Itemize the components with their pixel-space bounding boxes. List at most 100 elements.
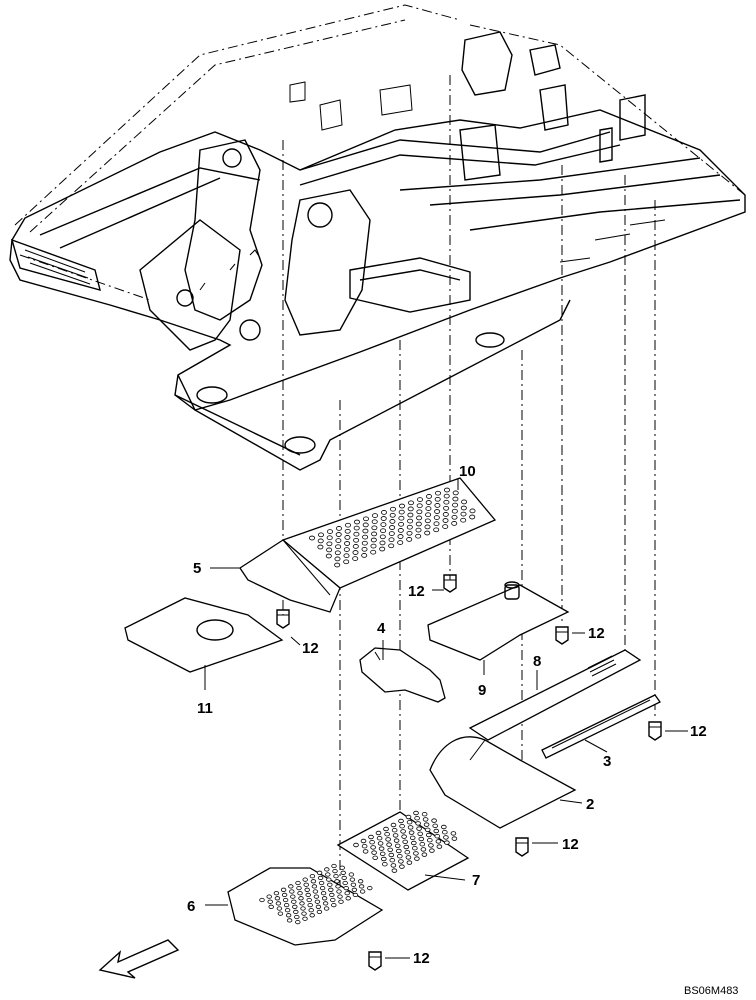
perforation-hole — [352, 892, 359, 898]
perforation-hole — [415, 527, 422, 533]
perforation-hole — [404, 850, 411, 855]
perforation-hole — [435, 839, 442, 844]
perforation-hole — [333, 874, 339, 879]
perforation-hole — [371, 519, 378, 525]
perforation-hole — [325, 872, 331, 877]
perforation-hole — [407, 506, 414, 512]
perforation-hole — [308, 908, 314, 913]
perforation-hole — [259, 897, 265, 903]
perforation-hole — [267, 899, 273, 904]
perforation-hole — [436, 844, 443, 849]
perforation-hole — [389, 519, 396, 524]
perforation-hole — [417, 831, 424, 836]
perforation-hole — [443, 493, 450, 499]
callout-12-a: 12 — [408, 583, 425, 600]
perforation-hole — [328, 887, 334, 892]
perforation-hole — [302, 916, 308, 921]
perforation-hole — [348, 872, 355, 877]
callout-2: 2 — [586, 796, 594, 813]
perforation-hole — [332, 868, 338, 874]
perforation-hole — [361, 546, 368, 552]
perforation-hole — [410, 840, 417, 846]
perforation-hole — [406, 820, 413, 825]
bolt-12-e — [515, 837, 529, 857]
perforation-hole — [407, 518, 414, 524]
perforation-hole — [442, 512, 449, 517]
perforation-hole — [421, 812, 428, 817]
perforation-hole — [416, 826, 422, 831]
perforation-hole — [375, 830, 382, 836]
perforation-hole — [425, 506, 432, 511]
perforation-hole — [298, 896, 304, 901]
perforation-hole — [411, 846, 418, 851]
perforation-hole — [349, 877, 356, 882]
callout-6: 6 — [187, 898, 195, 915]
perforation-hole — [451, 508, 458, 514]
perforation-hole — [316, 870, 323, 875]
perforation-hole — [386, 842, 392, 847]
perforation-hole — [303, 882, 309, 887]
perforation-hole — [451, 836, 458, 841]
perforation-hole — [304, 887, 310, 892]
perforation-hole — [335, 544, 342, 550]
perforation-hole — [442, 524, 449, 529]
perforation-hole — [377, 841, 384, 846]
perforation-hole — [442, 518, 449, 523]
perforation-hole — [429, 848, 435, 853]
perforation-hole — [329, 892, 335, 898]
perforation-hole — [407, 500, 414, 506]
perforation-hole — [324, 867, 330, 872]
perforation-hole — [358, 884, 365, 889]
perforation-hole — [440, 824, 447, 830]
perforation-hole — [301, 911, 307, 916]
perforation-hole — [414, 856, 420, 861]
perforation-hole — [362, 516, 369, 522]
perforation-hole — [398, 503, 405, 509]
perforation-hole — [415, 521, 422, 527]
perforation-hole — [384, 832, 390, 837]
perforation-hole — [401, 834, 407, 839]
perforation-hole — [334, 550, 341, 556]
perforation-hole — [389, 506, 396, 512]
upper-frame — [9, 4, 746, 471]
perforation-hole — [419, 842, 426, 847]
callout-12-e: 12 — [562, 836, 579, 853]
part-5-cover-plate — [239, 539, 341, 613]
callout-10: 10 — [459, 463, 476, 480]
perforation-hole — [317, 875, 324, 881]
perforation-hole — [425, 512, 432, 518]
perforation-hole — [336, 889, 342, 894]
perforation-hole — [400, 829, 406, 834]
perforation-hole — [322, 901, 329, 906]
perforation-hole — [394, 843, 401, 848]
callout-5: 5 — [193, 560, 201, 577]
perforation-hole — [415, 821, 421, 826]
perforation-hole — [406, 530, 413, 536]
perforation-hole — [403, 844, 410, 850]
perforation-hole — [380, 522, 387, 527]
perforation-hole — [370, 537, 377, 543]
perforation-hole — [334, 879, 340, 884]
perforation-hole — [415, 533, 422, 539]
perforation-hole — [331, 902, 337, 908]
perforation-hole — [380, 516, 387, 521]
perforation-hole — [379, 534, 386, 540]
perforation-hole — [335, 526, 342, 531]
perforation-hole — [352, 544, 359, 549]
perforation-hole — [396, 854, 403, 859]
bolt-12-b — [276, 609, 290, 629]
perforation-hole — [351, 887, 358, 892]
perforation-hole — [321, 896, 328, 901]
perforation-hole — [424, 518, 431, 524]
perforation-hole — [296, 885, 302, 891]
part-9-cover-plate — [427, 581, 570, 661]
perforation-hole — [451, 521, 458, 526]
perforation-hole — [338, 899, 344, 904]
perforation-hole — [434, 509, 441, 514]
perforation-hole — [344, 528, 351, 534]
part-3-strip — [541, 694, 661, 759]
perforation-hole — [434, 503, 441, 508]
perforation-hole — [443, 499, 450, 505]
callout-3: 3 — [603, 753, 611, 770]
